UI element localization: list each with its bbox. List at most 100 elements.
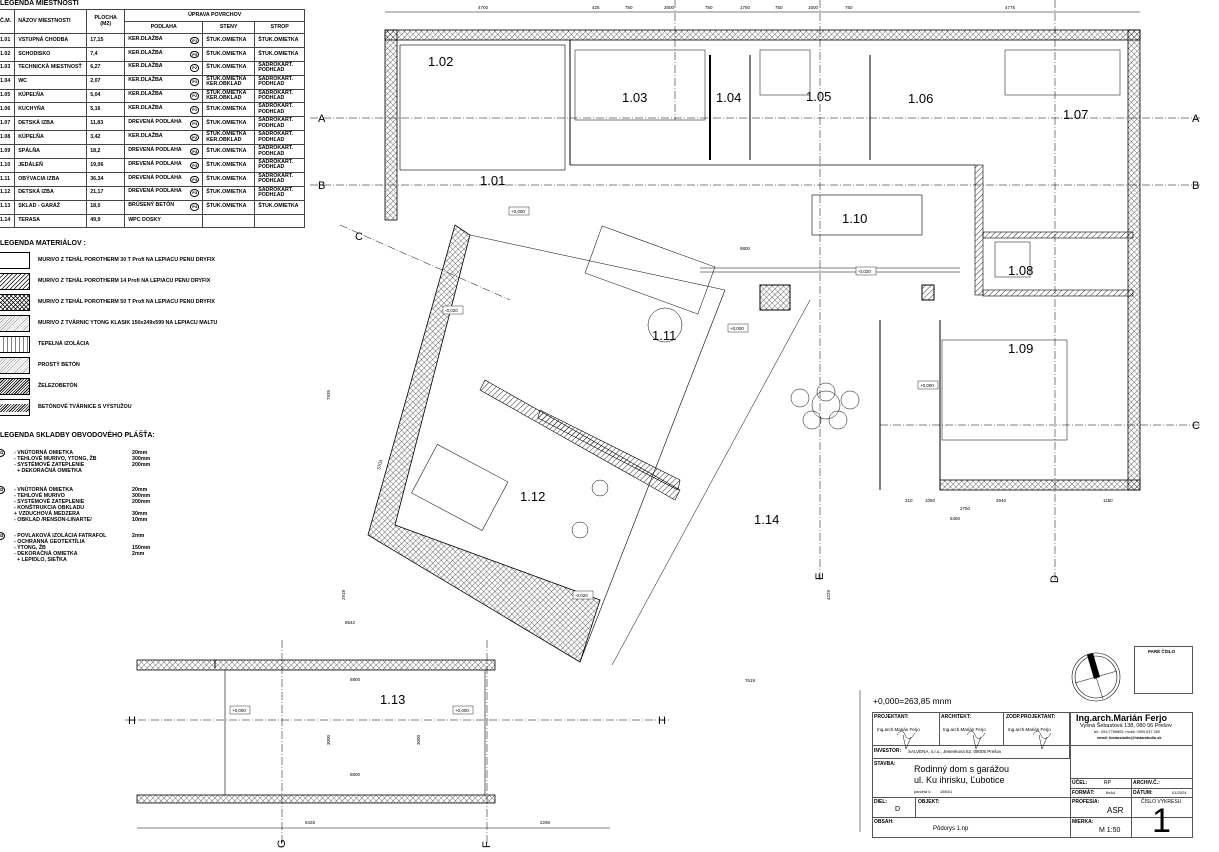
firm-phone: tel.: 051/7765805, mobil: 0905 537 289 [1094, 730, 1160, 734]
room-ceiling [254, 213, 306, 229]
level-marker [442, 305, 464, 315]
room-label: 1.08 [1008, 263, 1033, 278]
room-label: 1.02 [428, 54, 453, 69]
room-area: 49,9 [86, 213, 126, 229]
grid-label-c: C [1192, 420, 1200, 432]
dimension-label: 9800 [740, 246, 751, 251]
dimension-label: 1150 [1103, 498, 1113, 503]
material-swatch [0, 252, 30, 269]
col-num: Č.M. [0, 9, 16, 34]
room-floor-text: KER.DLAŽBA [128, 35, 163, 42]
room-floor-text: KER.DLAŽBA [128, 91, 163, 98]
dimension-label: 8428 [305, 820, 316, 825]
dimension-label: 4775 [1005, 5, 1016, 10]
room-floor-text: KER.DLAŽBA [128, 77, 163, 84]
projektant-label: PROJEKTANT: [874, 714, 909, 720]
dimension-label: 6800 [350, 772, 361, 777]
room-label: 1.04 [716, 90, 741, 105]
floor-code-badge: P5 [190, 50, 200, 59]
room-floor-text: DREVENÁ PODLAHA [128, 174, 182, 181]
architekt: Ing.arch.Marián Ferjo [943, 727, 986, 732]
stavba-label: STAVBA: [874, 761, 896, 767]
material-swatch [0, 336, 30, 353]
room-floor-text: BRÚSENÝ BETÓN [128, 202, 175, 209]
dimension-label: 8542 [345, 620, 356, 625]
level-label: +0,000 [232, 708, 246, 713]
level-marker [855, 266, 877, 276]
room-floor-text: DREVENÁ PODLAHA [128, 146, 182, 153]
parcela-label: parcela č.: [914, 789, 933, 794]
floor-code-badge: P3 [190, 175, 200, 184]
room-label: 1.05 [806, 89, 831, 104]
dimension-label: 2918 [341, 589, 346, 600]
floor-code-badge: P3 [190, 161, 200, 170]
dimension-label: 1750 [740, 5, 751, 10]
dimension-label: 7619 [745, 678, 756, 683]
col-name: NÁZOV MIESTNOSTI [14, 9, 88, 34]
dimension-label: 2600 [664, 5, 675, 10]
dimension-label: 4229 [826, 589, 831, 600]
envelope-layers: - VNÚTORNÁ OMIETKA - TEHLOVÉ MURIVO, YTO… [14, 450, 97, 474]
dimension-label: 310 [905, 498, 913, 503]
dimension-label: 3000 [326, 734, 331, 745]
envelope-layers: - VNÚTORNÁ OMIETKA - TEHLOVÉ MURIVO - SY… [14, 487, 92, 523]
grid-label-f: F [481, 841, 493, 848]
dimension-label: 1050 [925, 498, 936, 503]
level-label: -0,020 [575, 593, 588, 598]
dimension-label: 3000 [416, 734, 421, 745]
room-label: 1.07 [1063, 107, 1088, 122]
investor: SALVENA, s.r.o., Jesenkova 52, 08005 Pre… [908, 749, 1002, 754]
level-label: -0,020 [445, 308, 458, 313]
diel: D [895, 806, 901, 813]
room-floor-text: DREVENÁ PODLAHA [128, 160, 182, 167]
floor-code-badge: P3 [190, 120, 200, 128]
stavba-line2: ul. Ku ihrisku, Ľubotice [914, 775, 1005, 785]
level-marker [508, 206, 530, 216]
envelope-legend-title: LEGENDA SKLADBY OBVODOVÉHO PLÁŠŤA: [0, 432, 155, 439]
material-swatch [0, 399, 30, 416]
floor-code-badge: P2 [190, 106, 200, 114]
diel-label: DIEL: [874, 799, 888, 805]
zodp-projektant: Ing.arch.Marián Ferjo [1008, 727, 1051, 732]
floor-code-badge: P1 [190, 36, 200, 45]
objekt-label: OBJEKT: [918, 799, 940, 805]
level-label: +0,000 [455, 708, 469, 713]
room-floor-text: DREVENÁ PODLAHA [128, 188, 182, 195]
room-label: 1.06 [908, 91, 933, 106]
level-marker [452, 705, 474, 715]
material-label: BETÓNOVÉ TVÁRNICE S VÝSTUŽOU [38, 404, 132, 410]
level-marker [229, 705, 251, 715]
dimension-label: 750 [775, 5, 783, 10]
material-swatch [0, 294, 30, 311]
firm-name: Ing.arch.Marián Ferjo [1076, 713, 1168, 723]
col-floor: PODLAHA [124, 21, 204, 34]
ucel: RP [1104, 780, 1111, 786]
stavba-line1: Rodinný dom s garážou [914, 764, 1010, 774]
envelope-thickness: 2mm 150mm 2mm [132, 533, 151, 557]
level-marker [572, 590, 594, 600]
dimension-label: 5460 [950, 516, 961, 521]
grid-label-a: A [1192, 113, 1200, 125]
envelope-thickness: 20mm 300mm 200mm [132, 450, 151, 468]
room-ceiling: SADROKART. PODHĽAD [254, 60, 306, 76]
level-label: +0,000 [920, 383, 934, 388]
architekt-label: ARCHITEKT: [941, 714, 971, 720]
room-floor-text: WPC DOSKY [128, 217, 161, 224]
projektant: Ing.arch.Marián Ferjo [877, 727, 920, 732]
material-swatch [0, 315, 30, 332]
grid-label-b: B [1192, 180, 1199, 192]
room-legend-table: Č.M. NÁZOV MIESTNOSTI PLOCHA (M2) ÚPRAVA… [0, 9, 306, 229]
floor-code-badge: P2 [190, 133, 200, 142]
room-ceiling: SADROKART. PODHĽAD [254, 185, 306, 201]
grid-label-e: E [814, 573, 826, 580]
datum-elevation: +0,000=263,85 mnm [873, 696, 952, 706]
